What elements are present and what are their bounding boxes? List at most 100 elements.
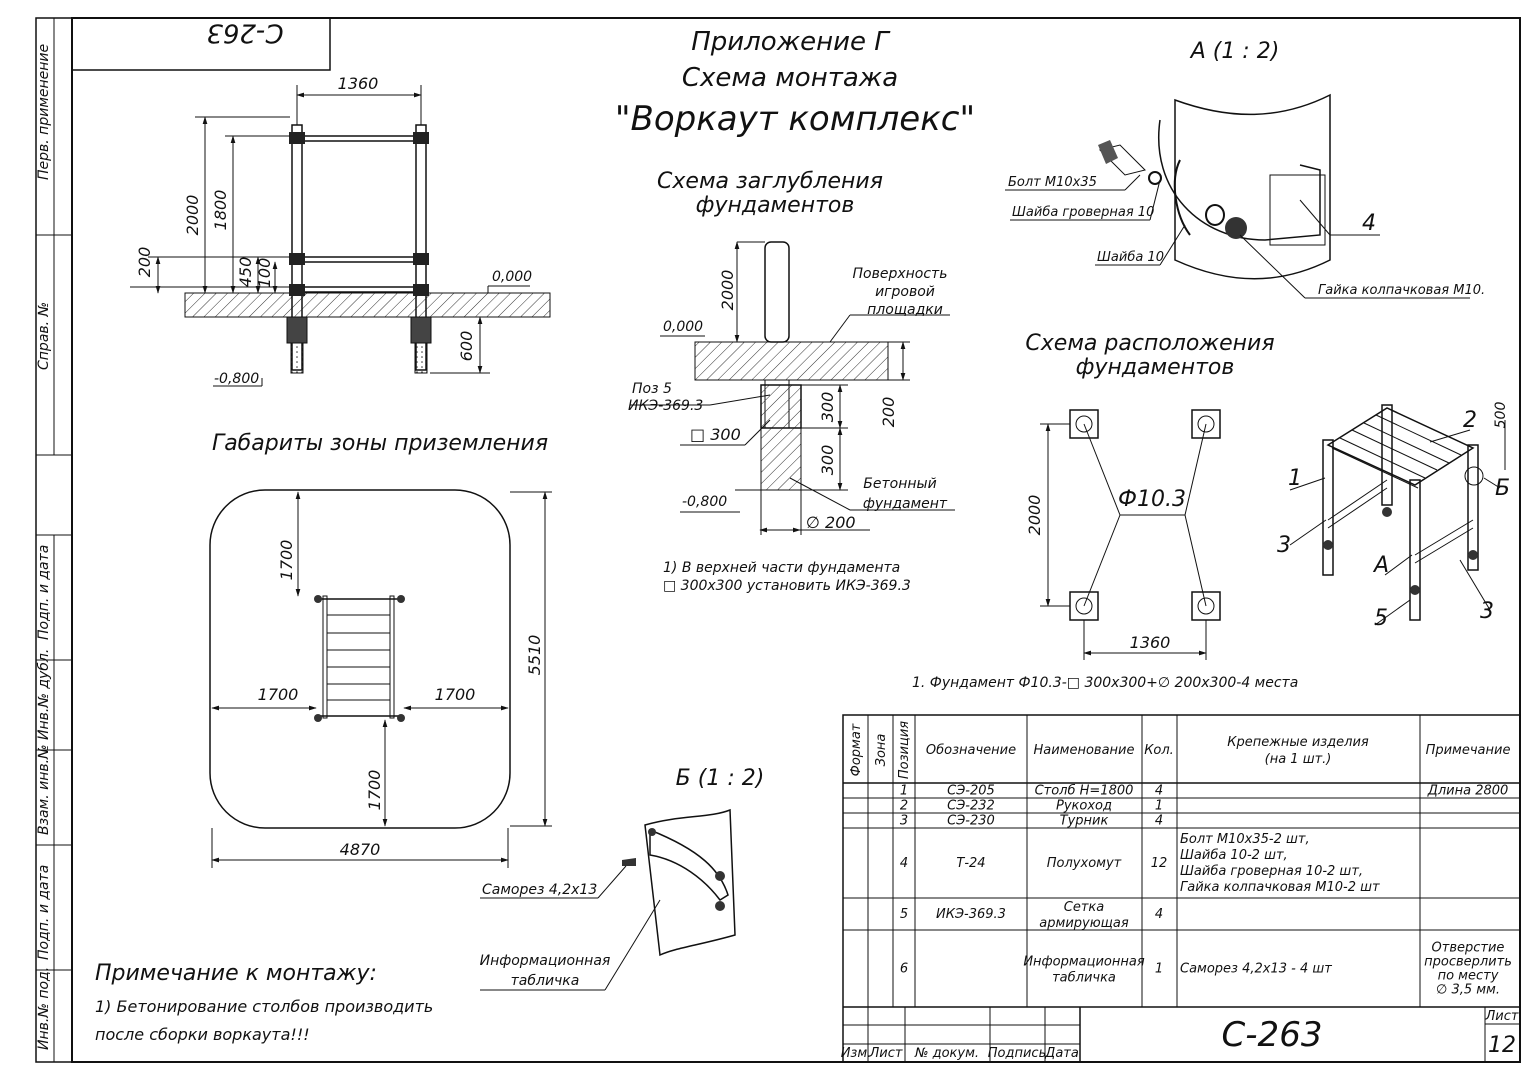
row-note: просверлить (1424, 955, 1512, 970)
iso-2: 2 (1463, 408, 1477, 433)
title-line-1: Приложение Г (691, 27, 891, 57)
zone-dim-height: 5510 (525, 635, 544, 676)
depth-note-1: 1) В верхней части фундамента (663, 560, 900, 576)
depth-scheme: Схема заглубления фундаментов 2000 0,0 (628, 169, 955, 594)
layout-label: Ф10.3 (1118, 487, 1186, 512)
front-dim-width: 1360 (338, 74, 379, 93)
front-zero: 0,000 (492, 269, 532, 285)
row-qty: 4 (1155, 907, 1163, 922)
detail-a: А (1 : 2) Болт М10х35 Шайба гроверная 10… (1005, 39, 1485, 299)
side-label-7: Инв.№ под. (36, 967, 52, 1050)
row-qty: 12 (1151, 856, 1168, 871)
side-label-3: Подп. и дата (36, 545, 52, 640)
depth-pos-1: Поз 5 (632, 381, 672, 397)
row-pos: 3 (900, 814, 908, 829)
depth-title-2: фундаментов (696, 193, 855, 218)
notes-line-1: 1) Бетонирование столбов производить (95, 997, 433, 1016)
th-qty: Кол. (1144, 743, 1174, 758)
zone-title: Габариты зоны приземления (212, 431, 548, 456)
landing-zone: Габариты зоны приземления 1700 1700 1700… (209, 431, 552, 868)
row-qty: 4 (1155, 814, 1163, 829)
stamp-date: Дата (1044, 1046, 1079, 1061)
depth-note-2: □ 300х300 установить ИКЭ-369.3 (663, 578, 911, 594)
side-strip-labels: Перв. применение Справ. № Подп. и дата И… (36, 44, 52, 1050)
th-designation: Обозначение (926, 743, 1016, 758)
title-line-3: "Воркаут комплекс" (615, 99, 975, 139)
depth-diam: ∅ 200 (806, 513, 856, 532)
depth-concrete-1: Бетонный (863, 476, 936, 492)
iso-3a: 3 (1277, 533, 1291, 558)
layout-title-1: Схема расположения (1025, 331, 1274, 356)
row-pos: 4 (900, 856, 908, 871)
row-designation: СЭ-230 (947, 814, 995, 829)
row-pos: 1 (900, 784, 908, 799)
zone-dim-top: 1700 (277, 540, 296, 581)
detail-a-nut: Гайка колпачковая М10. (1318, 283, 1485, 298)
depth-title-1: Схема заглубления (657, 169, 883, 194)
top-stamp-text: C-263 (206, 18, 283, 48)
front-dim-2000: 2000 (183, 195, 202, 236)
row-qty: 1 (1155, 962, 1163, 977)
row-fastener: Гайка колпачковая М10-2 шт (1180, 880, 1380, 895)
row-name: Рукоход (1056, 799, 1112, 814)
depth-surface-3: площадки (867, 302, 943, 318)
front-minus: -0,800 (214, 371, 259, 387)
depth-surface-1: Поверхность (853, 266, 948, 282)
zone-dim-bottom: 1700 (365, 770, 384, 811)
zone-dim-left: 1700 (258, 685, 299, 704)
stamp-izm: Изм. (841, 1046, 872, 1061)
th-format: Формат (849, 723, 864, 776)
row-note: ∅ 3,5 мм. (1436, 983, 1500, 998)
title-block: Приложение Г Схема монтажа "Воркаут комп… (615, 27, 975, 139)
layout-dim-w: 1360 (1130, 633, 1171, 652)
row-fastener: Болт М10х35-2 шт, (1180, 832, 1310, 847)
installation-notes: Примечание к монтажу: 1) Бетонирование с… (95, 961, 433, 1044)
depth-dim-200: 200 (879, 397, 898, 428)
iso-1: 1 (1288, 466, 1302, 491)
depth-dim-300b: 300 (818, 445, 837, 476)
iso-a: А (1372, 553, 1389, 578)
row-note: Отверстие (1432, 941, 1505, 956)
row-designation: СЭ-205 (947, 784, 995, 799)
th-note: Примечание (1426, 743, 1511, 758)
th-zone: Зона (874, 734, 889, 767)
top-stamp-box (71, 17, 331, 71)
depth-concrete-2: фундамент (863, 496, 948, 512)
row-fastener: Шайба гроверная 10-2 шт, (1180, 864, 1363, 879)
stamp-list: Лист (869, 1046, 903, 1061)
zone-dim-width: 4870 (340, 840, 381, 859)
row-name: табличка (1052, 971, 1116, 986)
depth-dim-300a: 300 (818, 392, 837, 423)
th-pos: Позиция (897, 721, 912, 779)
row-pos: 6 (900, 962, 908, 977)
depth-surface-2: игровой (875, 284, 935, 300)
detail-a-title: А (1 : 2) (1189, 39, 1280, 64)
front-dim-450: 450 (236, 257, 255, 288)
depth-dim-2000: 2000 (718, 270, 737, 311)
stamp-sign: Подпись (988, 1046, 1046, 1061)
iso-500: 500 (1493, 402, 1509, 429)
side-label-2: Справ. № (36, 302, 52, 370)
isometric-view: 1 2 3 3 5 А Б 500 (1277, 402, 1510, 631)
title-line-2: Схема монтажа (682, 63, 898, 93)
row-fastener: Саморез 4,2х13 - 4 шт (1180, 962, 1332, 977)
depth-zero: 0,000 (663, 319, 703, 335)
iso-3b: 3 (1480, 599, 1494, 624)
detail-a-grover: Шайба гроверная 10 (1012, 205, 1154, 220)
side-label-6: Подп. и дата (36, 865, 52, 960)
stamp-doc: № докум. (914, 1046, 979, 1061)
row-designation: СЭ-232 (947, 799, 995, 814)
row-name: Полухомут (1047, 856, 1122, 871)
front-dim-100: 100 (255, 258, 274, 289)
detail-b-plate-1: Информационная (480, 953, 611, 969)
front-dim-200: 200 (135, 247, 154, 278)
row-qty: 4 (1155, 784, 1163, 799)
row-name: Столб Н=1800 (1035, 784, 1134, 799)
side-label-1: Перв. применение (36, 44, 52, 180)
iso-5: 5 (1374, 606, 1388, 631)
zone-dim-right: 1700 (435, 685, 476, 704)
detail-b-title: Б (1 : 2) (676, 766, 765, 791)
row-name: Сетка (1064, 900, 1105, 915)
depth-pos-2: ИКЭ-369.3 (628, 398, 703, 414)
